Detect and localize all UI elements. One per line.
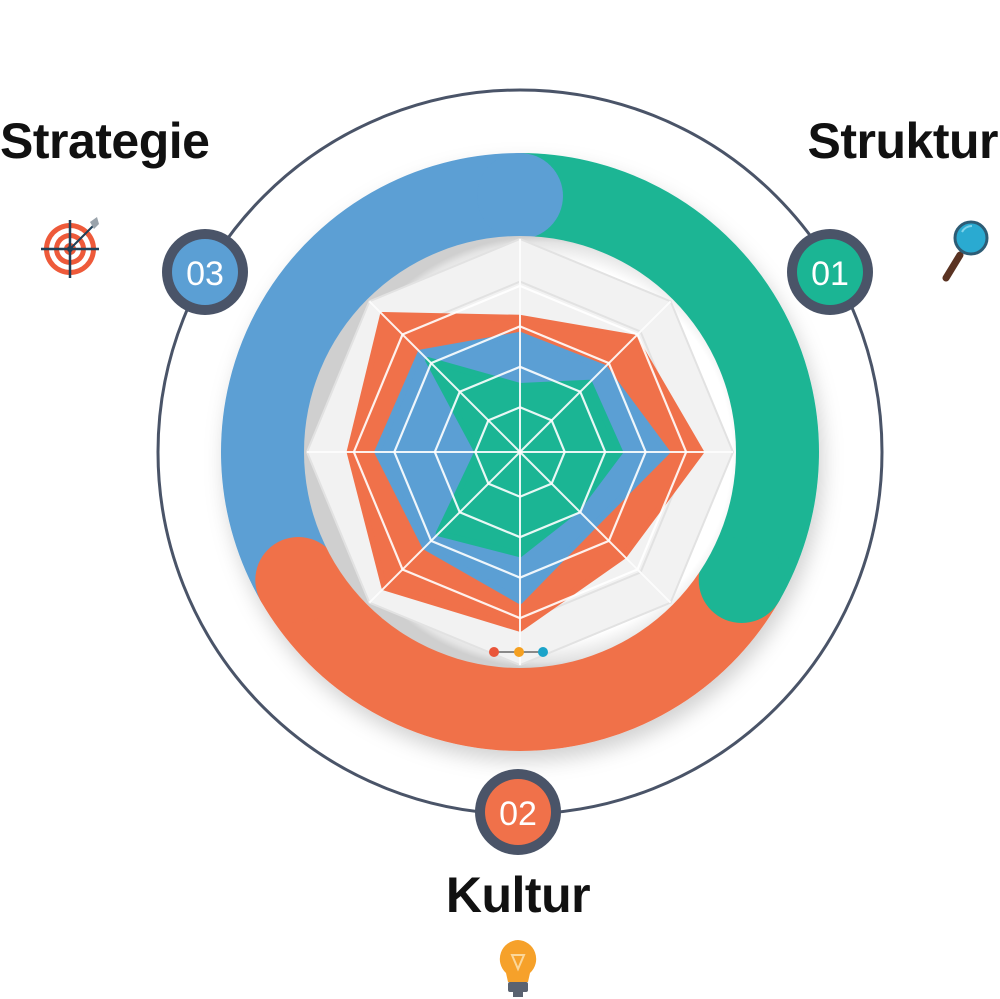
- radar-axis-overlay: [368, 451, 521, 604]
- badge-02: 02: [475, 769, 561, 855]
- legend-dot-orange: [514, 647, 524, 657]
- badge-number: 03: [186, 255, 224, 293]
- target-icon: [41, 217, 99, 278]
- radar-chart: [305, 237, 735, 667]
- donut-segment-strategie: [221, 153, 521, 602]
- label-kultur: Kultur: [445, 867, 591, 923]
- label-strategie: Strategie: [0, 113, 210, 169]
- donut-segment-kultur: [261, 557, 779, 751]
- radar-axis-overlay: [368, 300, 521, 453]
- radar-axis-overlay: [519, 300, 672, 453]
- legend-dot-red: [489, 647, 499, 657]
- legend-dot-blue: [538, 647, 548, 657]
- badge-number: 01: [811, 255, 849, 293]
- donut-segment-strategie-cap: [477, 153, 563, 239]
- donut-segment-struktur: [519, 153, 819, 602]
- magnifier-icon: [942, 220, 989, 282]
- radar-axis-overlay: [519, 451, 672, 604]
- radar-legend: [489, 647, 548, 657]
- badge-number: 02: [499, 795, 537, 833]
- donut-segment-struktur-cap: [698, 537, 785, 623]
- badge-01: 01: [787, 229, 873, 315]
- donut-ring: [221, 153, 819, 751]
- donut-segment-kultur-cap: [255, 537, 342, 623]
- label-struktur: Struktur: [807, 113, 999, 169]
- lightbulb-icon: [499, 940, 537, 997]
- badge-03: 03: [162, 229, 248, 315]
